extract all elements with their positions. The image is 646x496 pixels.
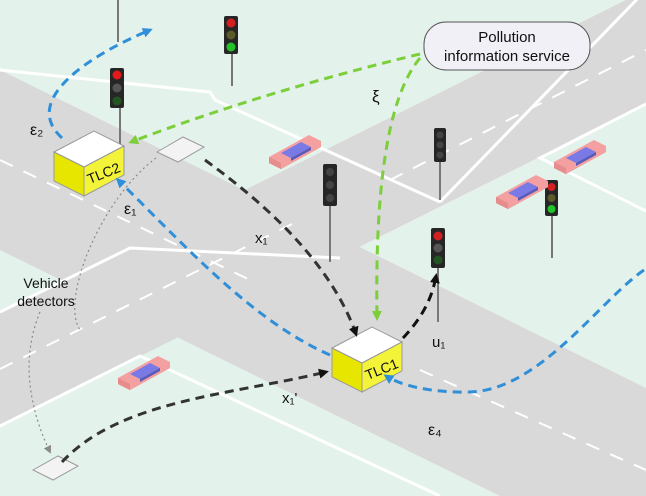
- detectors-label-line2: detectors: [17, 293, 75, 309]
- x1-prime-arrow: [60, 368, 329, 464]
- detectors-label-line1: Vehicle: [23, 275, 68, 291]
- epsilon2-label: ε₂: [30, 122, 43, 139]
- x1-label: x₁: [255, 230, 268, 247]
- service-title-line1: Pollution: [478, 29, 536, 46]
- traffic-light: [431, 228, 445, 268]
- epsilon1-label: ε₁: [124, 201, 137, 218]
- xi-arrow-to-tlc2: [128, 52, 421, 145]
- xi-arrow-to-tlc1: [371, 57, 422, 321]
- x1-prime-label: x₁': [282, 390, 298, 407]
- traffic-light: [323, 164, 337, 206]
- service-title-line2: information service: [444, 48, 570, 65]
- detector-pointer-line: [74, 157, 157, 331]
- tlc2-controller: TLC2: [52, 130, 126, 197]
- pollution-service: Pollution information service: [423, 21, 591, 71]
- traffic-light: [110, 68, 124, 108]
- vehicle-detector: [31, 455, 80, 481]
- epsilon2-arrow: [47, 28, 153, 140]
- traffic-light: [434, 128, 446, 162]
- traffic-light: [545, 180, 558, 216]
- epsilon4-label: ε₄: [428, 422, 442, 439]
- u1-arrow: [401, 273, 440, 340]
- epsilon4-arrow: [383, 268, 645, 394]
- epsilon1-arrow: [115, 177, 331, 357]
- lane-markings: [0, 49, 646, 471]
- u1-label: u₁: [432, 334, 445, 351]
- traffic-light: [224, 16, 238, 54]
- xi-label: ξ: [372, 87, 380, 106]
- vehicle-detector: [155, 136, 206, 163]
